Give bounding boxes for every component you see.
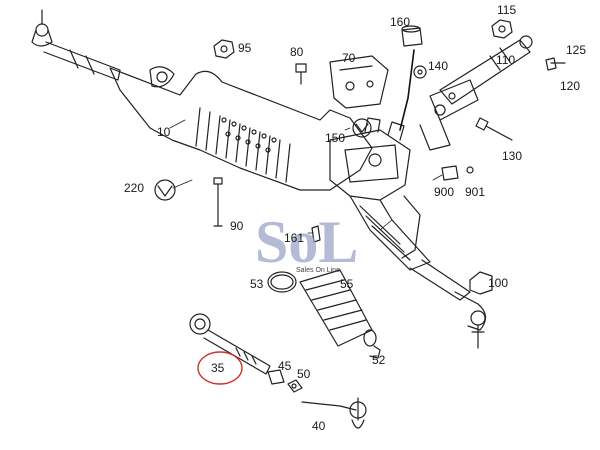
lower-left-parts-drawing [154, 177, 321, 243]
callout-160: 160 [390, 15, 410, 29]
callout-80: 80 [290, 45, 304, 59]
watermark-logo: SoL [255, 209, 358, 275]
callout-50: 50 [297, 367, 311, 381]
callout-95: 95 [238, 41, 252, 55]
left-tie-rod-end-drawing [31, 9, 121, 81]
callout-10: 10 [157, 125, 171, 139]
right-tie-rod-end-drawing [454, 271, 493, 349]
callout-53: 53 [250, 277, 264, 291]
callout-140: 140 [428, 59, 448, 73]
callout-150: 150 [325, 131, 345, 145]
callout-110: 110 [496, 53, 515, 67]
hydraulic-line-drawing [399, 49, 415, 131]
callout-100: 100 [488, 276, 508, 290]
callout-45: 45 [278, 359, 292, 373]
callout-52: 52 [372, 353, 386, 367]
callout-90: 90 [230, 219, 244, 233]
callout-125: 125 [566, 43, 586, 57]
callout-220: 220 [124, 181, 144, 195]
callout-130: 130 [502, 149, 522, 163]
callout-901: 901 [465, 185, 485, 199]
valve-housing-drawing [329, 117, 411, 201]
inner-tie-rod-drawing [189, 313, 367, 429]
intermediate-shaft-drawing [419, 35, 533, 151]
callout-161: 161 [284, 231, 304, 245]
callout-900: 900 [434, 185, 454, 199]
leader-lines [169, 119, 443, 234]
bellows-boot-drawing [267, 269, 381, 359]
callout-120: 120 [560, 79, 580, 93]
callout-115: 115 [497, 3, 516, 17]
callout-40: 40 [312, 419, 326, 433]
callout-35: 35 [211, 361, 225, 375]
watermark: SoL Sales On Line [255, 209, 358, 275]
callout-70: 70 [342, 51, 356, 65]
right-rack-boot-drawing [349, 195, 471, 301]
highlight-circle [197, 351, 243, 385]
watermark-tagline: Sales On Line [296, 267, 340, 274]
callout-labels: 115 160 95 80 70 140 110 125 120 10 150 … [124, 3, 586, 433]
steering-rack-housing-drawing [109, 66, 373, 191]
callout-55: 55 [340, 277, 354, 291]
small-parts-top-drawing [213, 19, 566, 181]
